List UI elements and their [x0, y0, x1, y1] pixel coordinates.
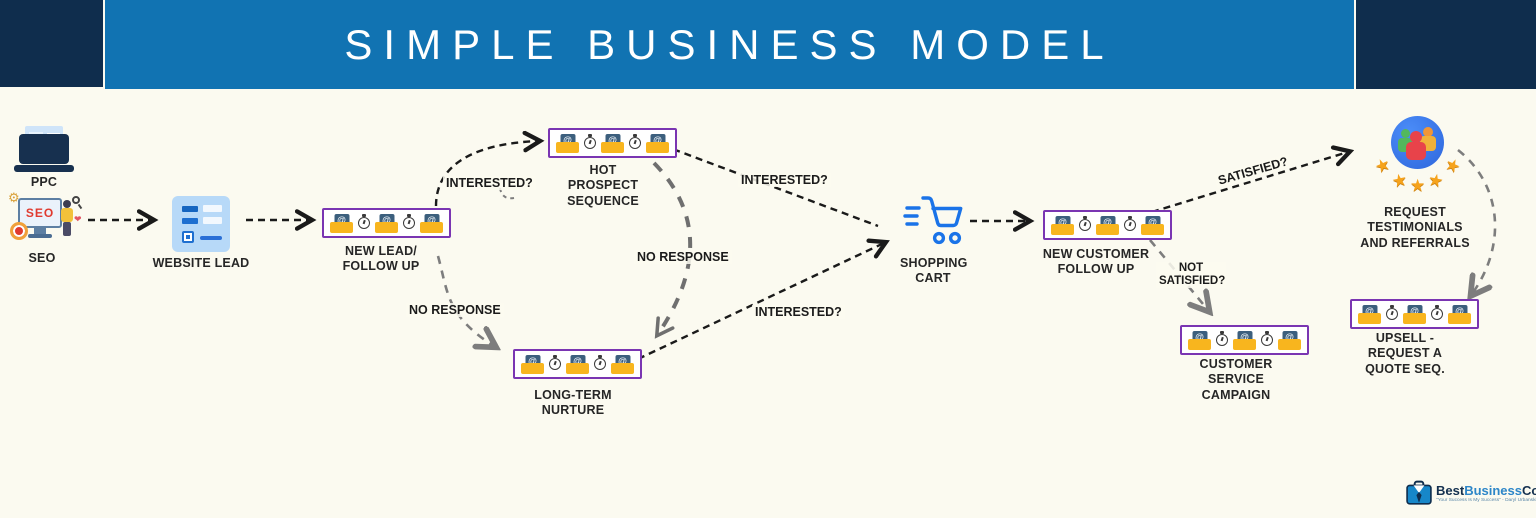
checkbox-icon	[182, 231, 194, 243]
timer-icon	[549, 358, 561, 370]
edge-label-not-satisfied: NOT SATISFIED?	[1156, 262, 1226, 289]
customer-service-label: CUSTOMER SERVICE CAMPAIGN	[1199, 357, 1273, 402]
website-lead-label: WEBSITE LEAD	[152, 256, 250, 270]
star-rating-icons: ★★★★★	[1372, 116, 1464, 200]
person-icon	[60, 200, 74, 238]
email-icon: @	[1051, 215, 1074, 235]
brand-name: BestBusinessCoach.com	[1436, 482, 1536, 498]
upsell-label: UPSELL - REQUEST A QUOTE SEQ.	[1365, 331, 1445, 376]
edge-label-interested-bottom: INTERESTED?	[752, 305, 845, 320]
header-left-block	[0, 0, 103, 87]
edge-label-no-response-right: NO RESPONSE	[634, 250, 732, 265]
header-banner: SIMPLE BUSINESS MODEL	[105, 0, 1354, 89]
edge-label-satisfied: SATISFIED?	[1213, 153, 1293, 189]
page-title: SIMPLE BUSINESS MODEL	[344, 20, 1115, 68]
shopping-cart-icon	[903, 192, 963, 248]
email-icon: @	[330, 213, 353, 233]
gear-icon: ⚙	[8, 190, 20, 205]
hot-prospect-label: HOT PROSPECT SEQUENCE	[567, 163, 639, 208]
timer-icon	[1431, 308, 1443, 320]
edge-label-interested-mid: INTERESTED?	[738, 173, 831, 188]
email-icon: @	[521, 354, 544, 374]
timer-icon	[1124, 219, 1136, 231]
email-icon: @	[1233, 330, 1256, 350]
email-icon: @	[375, 213, 398, 233]
edge-label-interested-top: INTERESTED?	[443, 176, 536, 191]
people-group-icon	[1391, 116, 1444, 169]
hot-prospect-sequence-box: @ @ @	[548, 128, 677, 158]
email-icon: @	[601, 133, 624, 153]
star-icon: ★	[1441, 153, 1464, 178]
email-icon: @	[1096, 215, 1119, 235]
testimonials-icon: ★★★★★	[1372, 116, 1464, 200]
long-term-nurture-label: LONG-TERM NURTURE	[534, 388, 612, 418]
ppc-laptop-icon: ➤	[14, 124, 74, 172]
website-lead-icon	[172, 196, 230, 252]
magnifier-icon	[72, 196, 80, 204]
star-icon: ★	[1410, 176, 1426, 195]
timer-icon	[358, 217, 370, 229]
brand-tagline: "Your Success Is My Success" - Daryl Urb…	[1436, 497, 1536, 503]
star-icon: ★	[1390, 169, 1409, 192]
timer-icon	[1386, 308, 1398, 320]
testimonials-label: REQUEST TESTIMONIALS AND REFERRALS	[1360, 205, 1470, 250]
seo-illustration-icon: ⚙ SEO ❤	[8, 190, 82, 248]
shopping-cart-label: SHOPPING CART	[900, 256, 968, 286]
ppc-label: PPC	[30, 175, 58, 189]
email-icon: @	[611, 354, 634, 374]
timer-icon	[1079, 219, 1091, 231]
target-icon	[10, 222, 28, 240]
email-icon: @	[1141, 215, 1164, 235]
briefcase-icon	[1406, 480, 1432, 505]
email-icon: @	[1403, 304, 1426, 324]
new-customer-sequence-box: @ @ @	[1043, 210, 1172, 240]
timer-icon	[1261, 334, 1273, 346]
new-lead-sequence-box: @ @ @	[322, 208, 451, 238]
email-icon: @	[1188, 330, 1211, 350]
email-icon: @	[556, 133, 579, 153]
timer-icon	[629, 137, 641, 149]
upsell-sequence-box: @ @ @	[1350, 299, 1479, 329]
timer-icon	[1216, 334, 1228, 346]
email-icon: @	[566, 354, 589, 374]
new-customer-label: NEW CUSTOMER FOLLOW UP	[1042, 247, 1150, 277]
seo-label: SEO	[28, 251, 56, 265]
timer-icon	[403, 217, 415, 229]
customer-service-sequence-box: @ @ @	[1180, 325, 1309, 355]
email-icon: @	[1448, 304, 1471, 324]
email-icon: @	[1358, 304, 1381, 324]
email-icon: @	[420, 213, 443, 233]
header-right-block	[1356, 0, 1536, 89]
timer-icon	[594, 358, 606, 370]
long-term-nurture-sequence-box: @ @ @	[513, 349, 642, 379]
email-icon: @	[646, 133, 669, 153]
seo-monitor-icon: SEO	[18, 198, 62, 228]
edge-label-no-response-left: NO RESPONSE	[406, 303, 504, 318]
brand-logo: BestBusinessCoach.com "Your Success Is M…	[1406, 480, 1536, 506]
seo-monitor-text: SEO	[25, 206, 55, 220]
star-icon: ★	[1426, 169, 1446, 192]
heart-icon: ❤	[74, 214, 82, 224]
timer-icon	[584, 137, 596, 149]
new-lead-label: NEW LEAD/ FOLLOW UP	[342, 244, 420, 274]
email-icon: @	[1278, 330, 1301, 350]
